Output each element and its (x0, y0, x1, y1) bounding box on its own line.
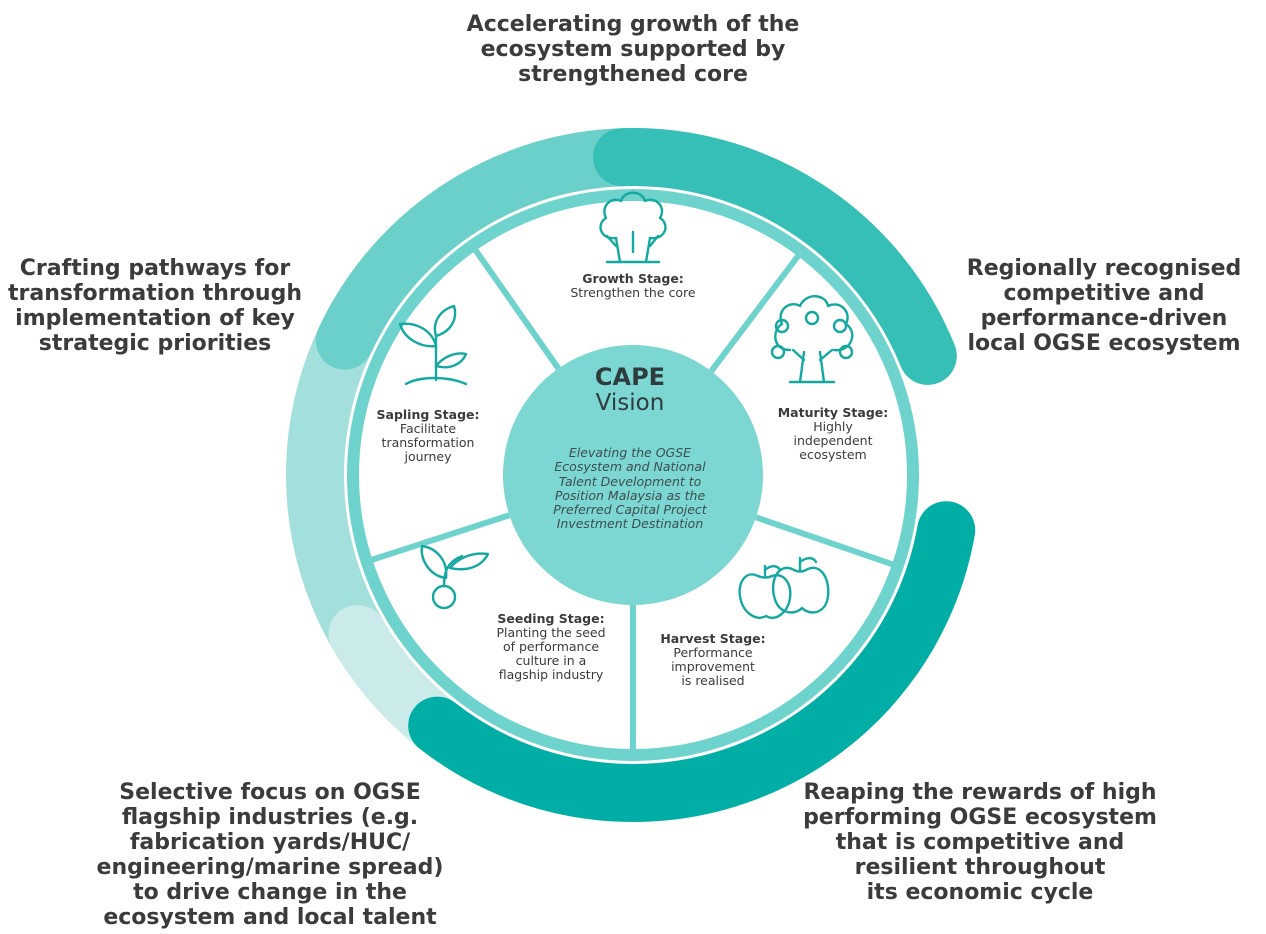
outer-label-bottom-right: Reaping the rewards of high performing O… (803, 780, 1157, 905)
center-title: CAPE Vision (530, 364, 730, 416)
ring-segment-maturity (592, 128, 957, 385)
sapling-icon (398, 304, 468, 386)
fruit-tree-icon (770, 295, 854, 384)
stage-sapling-title: Sapling Stage: (376, 407, 480, 422)
stage-dividers (365, 243, 899, 755)
stage-growth-title: Growth Stage: (582, 271, 684, 286)
divider-growth-maturity (708, 249, 804, 373)
outer-label-top: Accelerating growth of the ecosystem sup… (466, 12, 800, 87)
center-title-sub: Vision (595, 390, 665, 416)
stage-maturity-desc: Highly independent ecosystem (793, 419, 873, 462)
center-description: Elevating the OGSE Ecosystem and Nationa… (553, 445, 707, 532)
stage-sapling-desc: Facilitate transformation journey (381, 421, 475, 464)
apples-icon (738, 556, 830, 619)
stage-harvest-title: Harvest Stage: (660, 631, 766, 646)
stage-sapling: Sapling Stage: Facilitate transformation… (358, 408, 498, 464)
stage-harvest-desc: Performance improvement is realised (671, 645, 755, 688)
stage-growth: Growth Stage: Strengthen the core (548, 272, 718, 300)
outer-label-bottom-left: Selective focus on OGSE flagship industr… (96, 780, 444, 930)
stage-maturity: Maturity Stage: Highly independent ecosy… (768, 406, 898, 462)
stage-seeding: Seeding Stage: Planting the seed of perf… (476, 612, 626, 682)
center-circle (503, 345, 763, 605)
stage-seeding-title: Seeding Stage: (497, 611, 605, 626)
tree-icon (599, 191, 667, 264)
divider-seeding-sapling (365, 512, 511, 565)
stage-seeding-desc: Planting the seed of performance culture… (496, 625, 606, 682)
outer-label-left: Crafting pathways for transformation thr… (8, 256, 302, 356)
seed-icon (420, 544, 490, 610)
center-title-main: CAPE (594, 363, 666, 391)
stage-harvest: Harvest Stage: Performance improvement i… (648, 632, 778, 688)
stage-growth-desc: Strengthen the core (570, 285, 696, 300)
divider-sapling-growth (469, 243, 561, 371)
ring-segment-harvest (408, 501, 976, 822)
divider-maturity-harvest (754, 514, 899, 569)
stage-maturity-title: Maturity Stage: (777, 405, 889, 420)
outer-label-right: Regionally recognised competitive and pe… (966, 256, 1242, 356)
